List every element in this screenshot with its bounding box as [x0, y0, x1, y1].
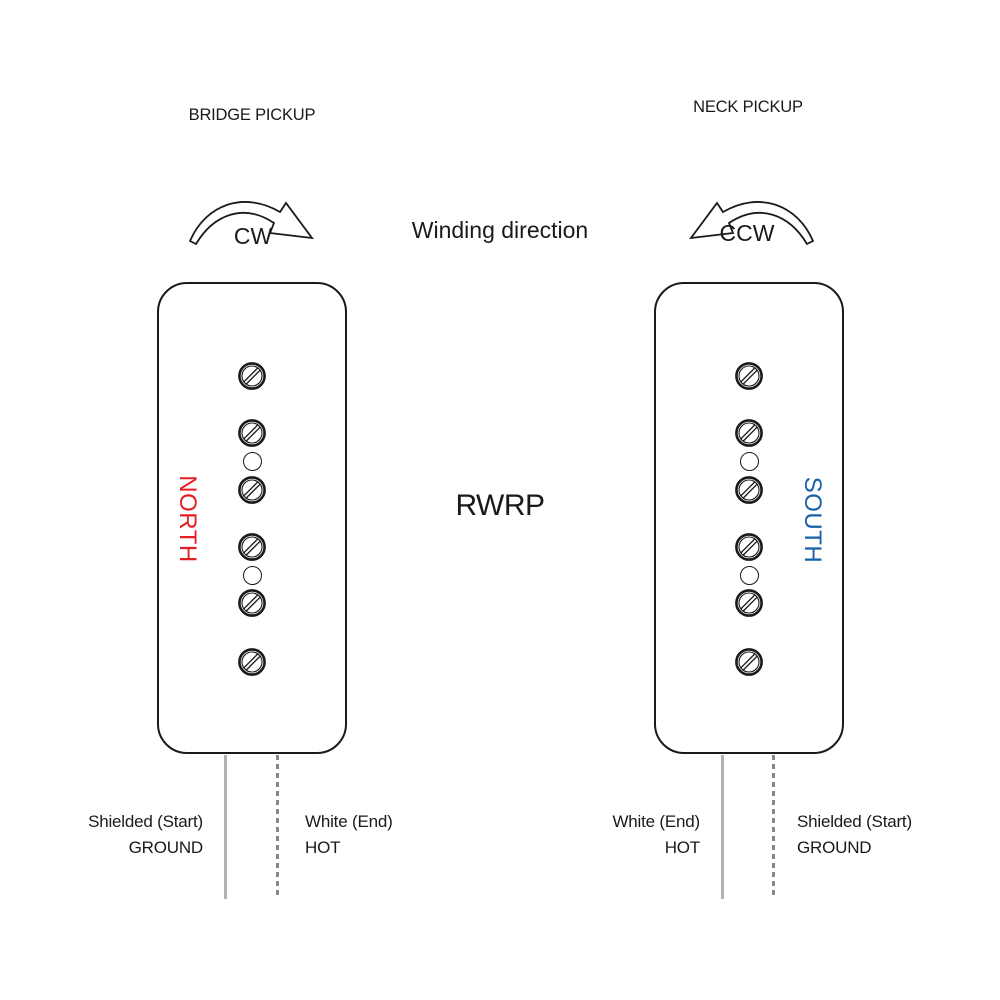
winding-direction-label: Winding direction [411, 217, 589, 243]
pole-piece-icon [740, 566, 759, 585]
wire-label-line: HOT [305, 838, 341, 857]
neck-pickup-title: NECK PICKUP [693, 98, 803, 116]
wire-label-line: White (End) [612, 812, 700, 831]
pole-piece-icon [243, 566, 262, 585]
screw-icon [733, 531, 765, 563]
neck-hot-wire-label: White (End) HOT [612, 809, 700, 861]
screw-icon [236, 587, 268, 619]
wire-label-line: Shielded (Start) [88, 812, 203, 831]
wire-label-line: GROUND [128, 838, 204, 857]
pole-piece-icon [740, 452, 759, 471]
screw-icon [733, 646, 765, 678]
screw-icon [236, 417, 268, 449]
wire-label-line: GROUND [797, 838, 872, 857]
neck-hot-wire [721, 755, 724, 899]
screw-icon [236, 646, 268, 678]
wire-label-line: HOT [664, 838, 700, 857]
neck-ground-wire-label: Shielded (Start) GROUND [797, 809, 912, 861]
neck-ground-wire [772, 755, 775, 899]
wire-label-line: Shielded (Start) [797, 812, 912, 831]
rwrp-label: RWRP [455, 489, 545, 522]
neck-winding-label: CCW [719, 220, 775, 246]
screw-icon [236, 360, 268, 392]
wire-label-line: White (End) [305, 812, 393, 831]
pole-piece-icon [243, 452, 262, 471]
screw-icon [733, 417, 765, 449]
bridge-hot-wire-label: White (End) HOT [305, 809, 393, 861]
bridge-pickup-title: BRIDGE PICKUP [188, 106, 316, 124]
bridge-ground-wire [224, 755, 227, 899]
bridge-ground-wire-label: Shielded (Start) GROUND [88, 809, 203, 861]
screw-icon [236, 531, 268, 563]
screw-icon [733, 587, 765, 619]
screw-icon [733, 360, 765, 392]
bridge-hot-wire [276, 755, 279, 899]
bridge-winding-label: CW [233, 223, 273, 249]
